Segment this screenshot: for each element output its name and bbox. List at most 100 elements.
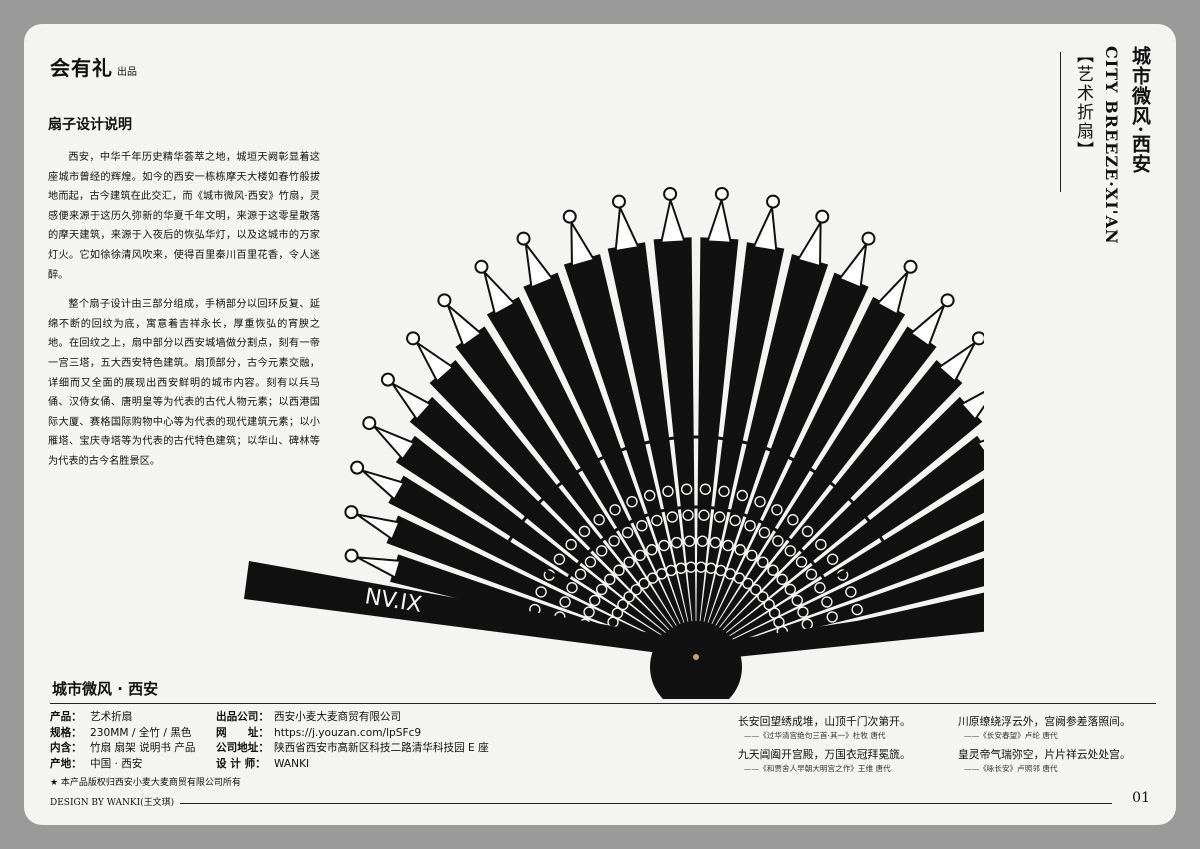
fan-scroll-motif: [670, 536, 683, 549]
fan-top-figure: [909, 304, 946, 348]
fan-figure-head: [362, 416, 377, 431]
poem-source: ——《过华清宫绝句三首·其一》杜牧 唐代: [744, 731, 886, 740]
fan-top-figure: [356, 556, 402, 580]
fan-rib: [706, 326, 937, 642]
fan-figure-head: [766, 194, 781, 209]
fan-scroll-motif: [709, 536, 722, 549]
fan-figure-head: [971, 331, 984, 346]
fan-scroll-motif: [768, 607, 781, 619]
fan-scroll-motif: [578, 525, 591, 538]
fan-top-figure: [524, 240, 554, 289]
poem-line: 皇灵帝气瑞弥空，片片祥云处处宫。: [958, 748, 1131, 761]
fan-scroll-motif: [574, 568, 587, 581]
fan-scroll-motif: [604, 573, 616, 586]
fan-scroll-motif: [553, 553, 566, 565]
fan-scroll-motif: [698, 509, 710, 521]
fan-figure-head: [516, 231, 531, 246]
fan-scroll-motif: [593, 514, 605, 526]
fan-top-figure: [659, 196, 686, 244]
fan-top-figure: [959, 390, 984, 422]
fan-scroll-motif: [623, 556, 635, 568]
fan-scroll-motif: [724, 568, 736, 580]
fan-scroll-motif: [621, 526, 634, 539]
fan-figure-head: [350, 460, 365, 475]
fan-figure-head: [406, 331, 421, 346]
fan-scroll-motif: [617, 598, 629, 611]
fan-scroll-motif: [666, 511, 679, 523]
fan-scroll-motif: [646, 544, 658, 556]
fan-top-figure: [416, 341, 455, 383]
spec-key: 规格：: [50, 726, 82, 739]
fan-scroll-motif: [826, 611, 838, 623]
fan-guard-right-band: [712, 601, 984, 659]
description-paragraph-2: 整个扇子设计由三部分组成，手柄部分以回环反复、延绵不断的回纹为底，寓意着吉祥永长…: [48, 299, 320, 467]
vertical-title-type: 【艺术折扇】: [1073, 46, 1093, 160]
footer-rule: [50, 803, 1112, 804]
poem-line: 川原缭绕浮云外，宫阙参差落照间。: [958, 715, 1131, 728]
brand-logo: 会有礼 出品: [50, 52, 137, 81]
fan-scroll-motif: [535, 586, 547, 598]
fan-scroll-motif: [630, 583, 642, 596]
fan-scroll-motif: [658, 539, 670, 552]
vertical-title: 【艺术折扇】 CITY BREEZE·XI'AN 城市微风·西安: [1060, 46, 1154, 245]
fan-figure-head: [940, 293, 955, 308]
fan-scroll-motif: [683, 535, 696, 547]
fan-figure-head: [344, 548, 359, 563]
poem-source: ——《和贾舍人早朝大明宫之作》王维 唐代: [744, 764, 891, 773]
fan-scroll-motif: [814, 582, 826, 594]
fan-rib: [386, 515, 678, 651]
fan-guard-left: [244, 561, 696, 657]
spec-value-2: 西安小麦大麦商贸有限公司: [274, 711, 402, 723]
fan-scroll-motif: [805, 568, 818, 581]
fan-scroll-motif: [566, 582, 578, 594]
spec-key-2: 网 址：: [216, 726, 269, 739]
poem-quotes: 长安回望绣成堆，山顶千门次第开。 ——《过华清宫绝句三首·其一》杜牧 唐代 川原…: [738, 714, 1158, 774]
spec-value: 中国 · 西安: [90, 757, 143, 770]
spec-key-2: 公司地址：: [216, 742, 269, 754]
poem-line: 长安回望绣成堆，山顶千门次第开。: [738, 715, 911, 728]
fan-scroll-motif: [742, 577, 754, 590]
fan-figure-head: [714, 186, 729, 201]
fan-rib: [711, 435, 984, 647]
fan-figure-head: [474, 259, 489, 274]
fan-top-figure: [373, 425, 416, 461]
fan-scroll-motif: [776, 573, 788, 586]
spec-value: 竹扇 扇架 说明书 产品: [90, 742, 196, 754]
copyright-note: ★ 本产品版权归西安小麦大麦商贸有限公司所有: [50, 778, 241, 788]
spec-value-2: WANKI: [274, 757, 310, 770]
fan-top-figure: [391, 382, 433, 422]
poem-line: 九天阊阖开宫殿，万国衣冠拜冕旒。: [738, 748, 911, 761]
fan-scroll-motif: [682, 509, 694, 521]
poem-item: 九天阊阖开宫殿，万国衣冠拜冕旒。 ——《和贾舍人早朝大明宫之作》王维 唐代: [738, 747, 938, 774]
fan-scroll-motif: [638, 577, 650, 590]
fan-scroll-motif: [795, 556, 808, 568]
fan-figure-head: [663, 186, 678, 201]
spec-key: 内含：: [50, 742, 82, 754]
fan-top-figure: [446, 304, 483, 348]
fan-scroll-motif: [772, 535, 784, 547]
fan-scroll-motif: [589, 594, 601, 607]
fan-scroll-motif: [636, 520, 648, 532]
fan-scroll-motif: [613, 564, 625, 576]
logo-sub: 出品: [117, 67, 137, 78]
fan-scroll-motif: [651, 514, 663, 527]
fan-scroll-motif: [771, 504, 783, 516]
spec-row: 内含： 竹扇 扇架 说明书 产品 公司地址： 陕西省西安市高新区科技二路清华科技…: [50, 741, 489, 757]
spec-table: 产品： 艺术折扇 出品公司： 西安小麦大麦商贸有限公司 规格： 230MM / …: [50, 710, 489, 772]
fan-scroll-motif: [699, 483, 712, 495]
fan-scroll-motif: [646, 572, 659, 584]
design-description: 扇子设计说明 西安，中华千年历史精华荟萃之地，城垣天阙彰显着这座城市曾经的辉煌。…: [48, 114, 320, 482]
fan-figure-head: [611, 194, 626, 209]
folding-fan-illustration: NV.IX 西安: [244, 186, 984, 699]
fan-rib: [607, 242, 694, 638]
poem-item: 长安回望绣成堆，山顶千门次第开。 ——《过华清宫绝句三首·其一》杜牧 唐代: [738, 714, 938, 741]
fan-scroll-motif: [826, 553, 839, 565]
fan-top-figure: [356, 513, 401, 541]
fan-scroll-motif: [784, 583, 797, 596]
fan-scroll-motif: [750, 583, 762, 596]
fan-scroll-motif: [736, 489, 749, 502]
fan-rib: [395, 435, 681, 647]
fan-scroll-motif: [767, 564, 779, 576]
poem-source: ——《咏长安》卢照邻 唐代: [964, 764, 1058, 773]
website-link[interactable]: https://j.youzan.com/lpSFc9: [274, 726, 422, 739]
